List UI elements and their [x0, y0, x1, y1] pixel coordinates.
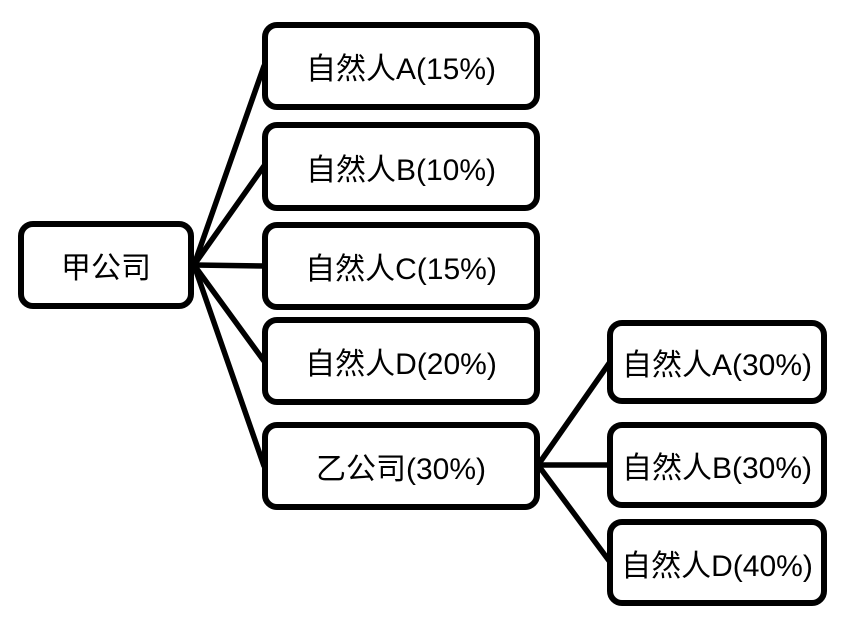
node-person-d-20: 自然人D(20%) [262, 317, 540, 405]
edge-yi-to-a2 [535, 359, 613, 468]
edge-jia-to-a1 [191, 63, 267, 268]
node-label: 自然人A(30%) [621, 349, 813, 382]
node-person-b-30: 自然人B(30%) [607, 422, 827, 508]
node-label: 乙公司(30%) [315, 453, 487, 486]
edge-jia-to-yi [191, 262, 267, 469]
node-person-a-30: 自然人A(30%) [607, 320, 827, 404]
node-jia-company: 甲公司 [18, 221, 194, 309]
node-label: 自然人B(30%) [621, 452, 813, 485]
edge-jia-to-b1 [191, 163, 267, 268]
edge-yi-to-d2 [535, 462, 613, 565]
node-label: 自然人B(10%) [305, 153, 497, 187]
node-label: 自然人D(40%) [621, 549, 813, 583]
node-label: 甲公司 [61, 252, 151, 285]
node-person-d-40: 自然人D(40%) [607, 519, 827, 606]
node-person-c-15: 自然人C(15%) [262, 222, 540, 310]
node-person-a-15: 自然人A(15%) [262, 22, 540, 110]
node-label: 自然人C(15%) [305, 253, 497, 286]
node-label: 自然人A(15%) [305, 53, 497, 86]
node-person-b-10: 自然人B(10%) [262, 122, 540, 211]
edge-jia-to-d1 [191, 262, 267, 364]
node-yi-company-30: 乙公司(30%) [262, 422, 540, 510]
node-label: 自然人D(20%) [305, 348, 497, 381]
edge-jia-to-c1 [191, 262, 267, 269]
